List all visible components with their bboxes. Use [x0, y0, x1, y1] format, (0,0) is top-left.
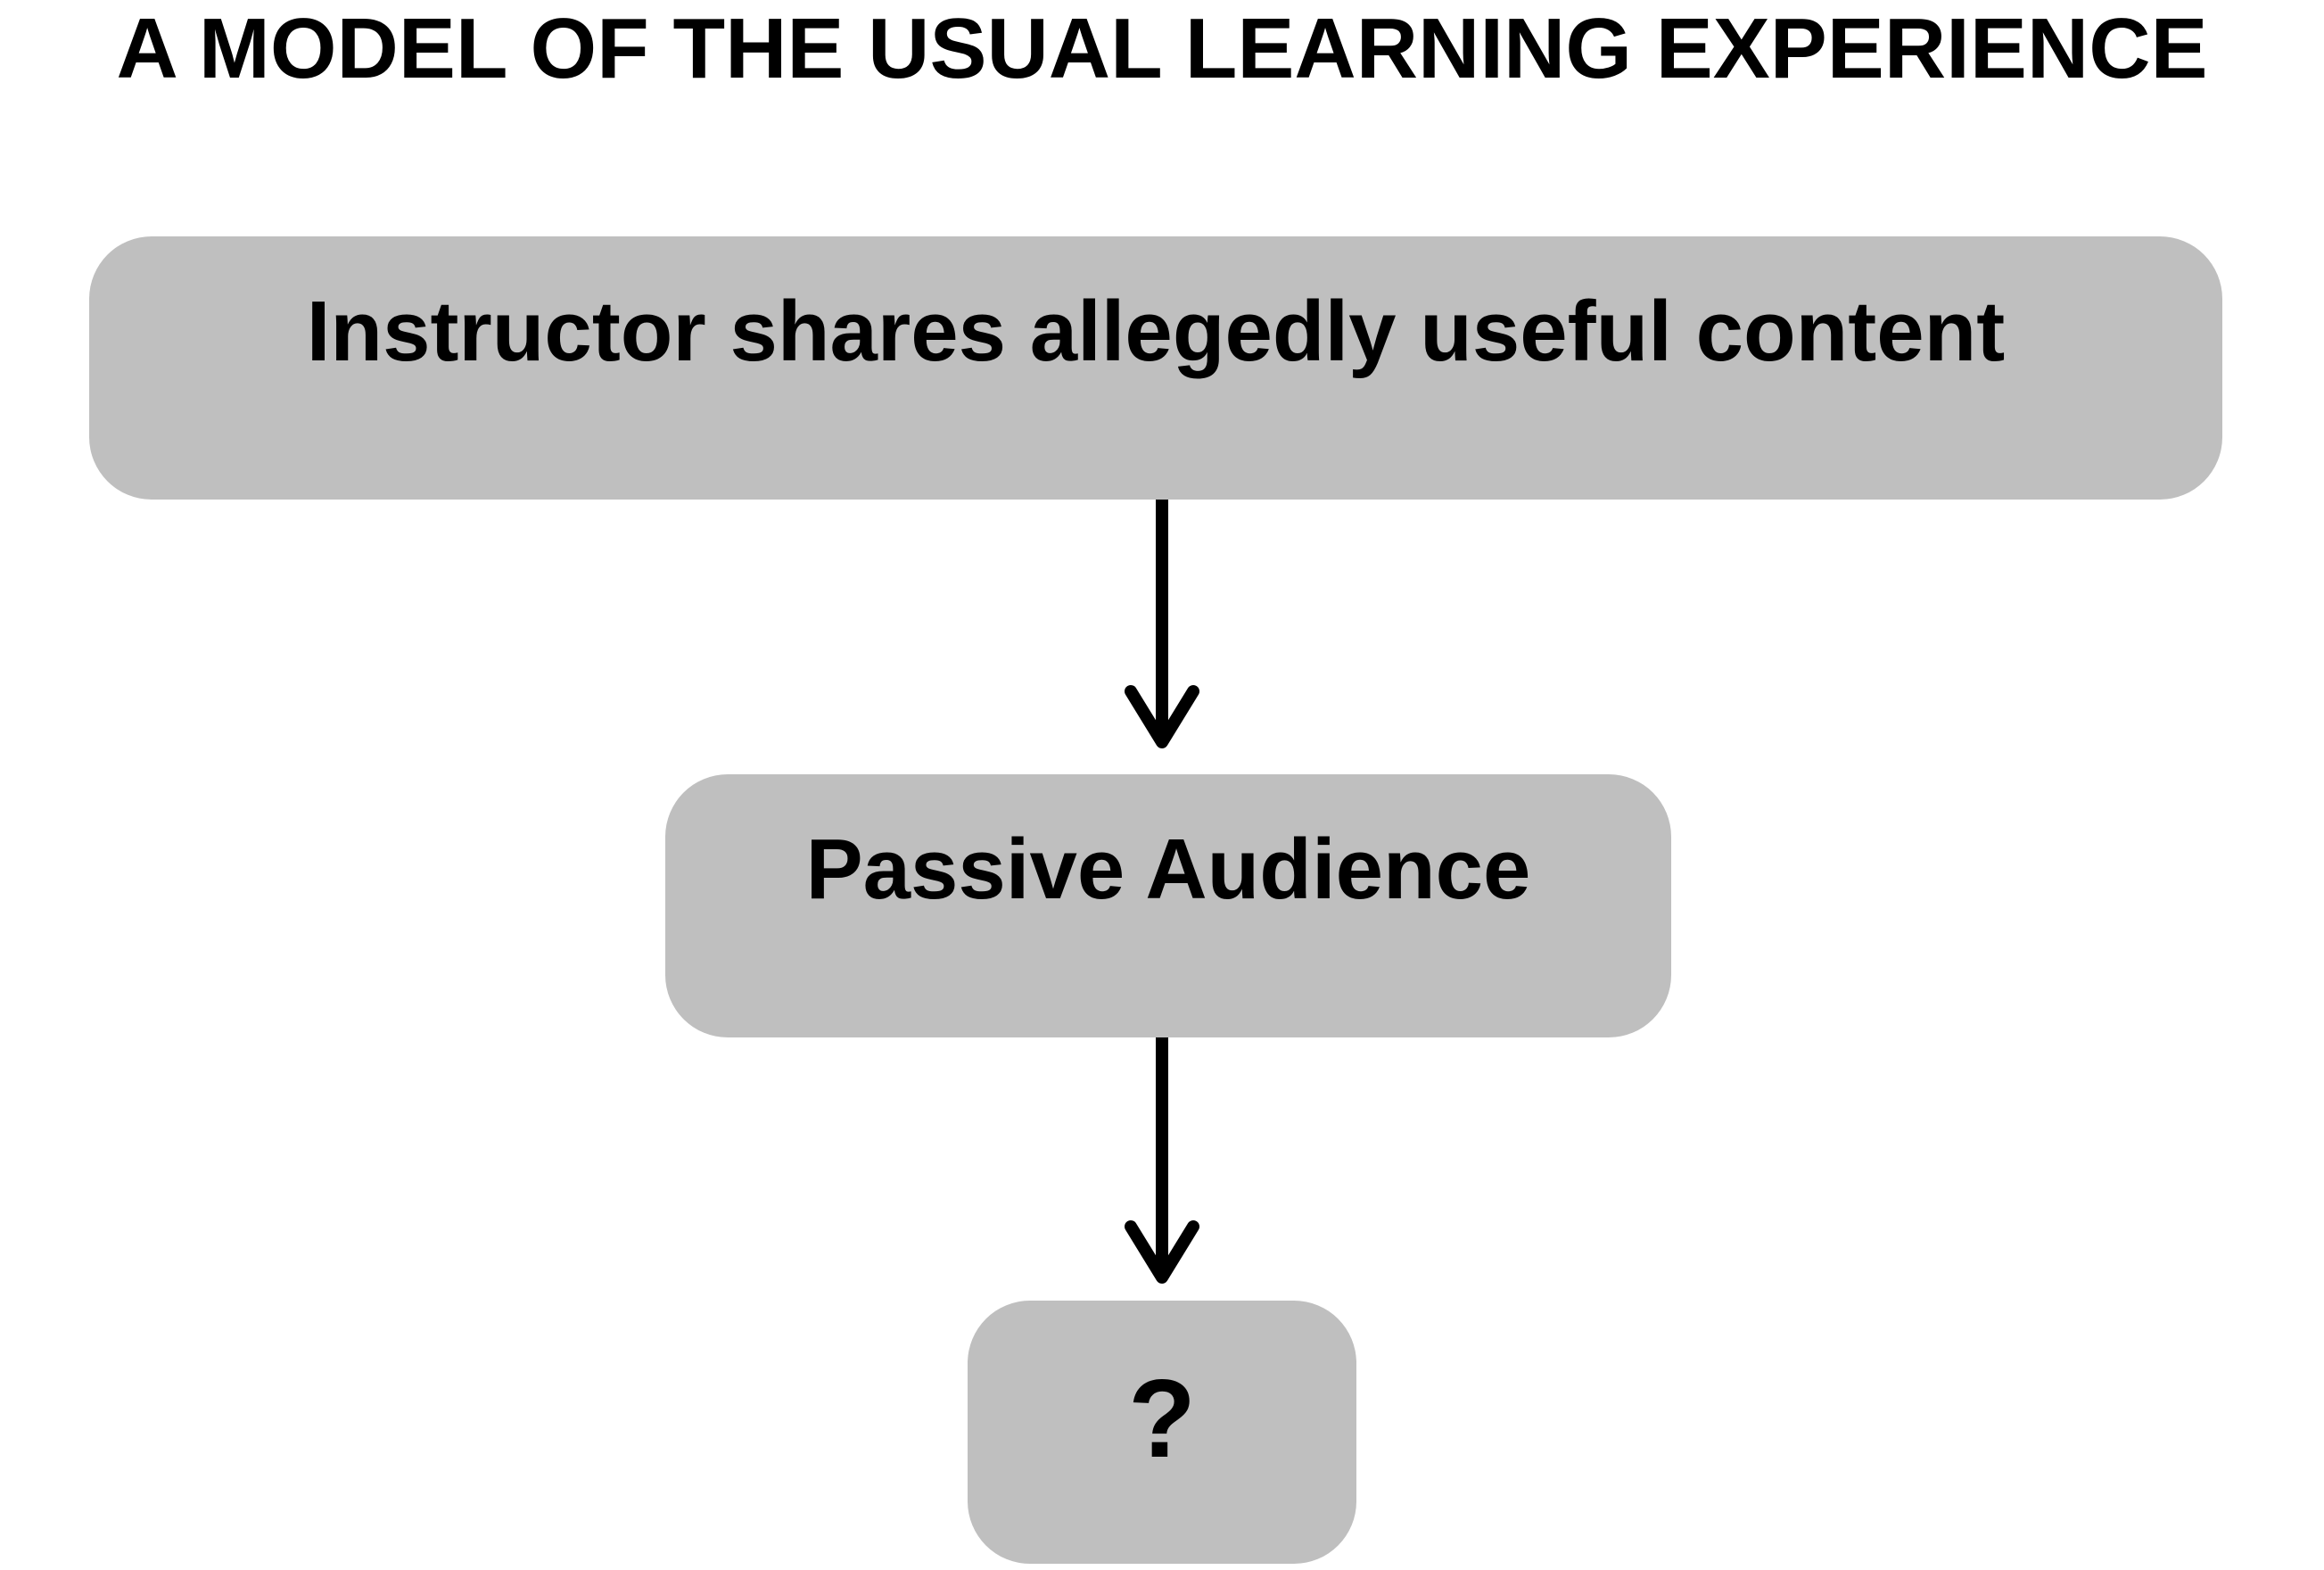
node-passive-audience: Passive Audience — [665, 774, 1671, 1037]
arrow-instructor-to-audience — [1125, 500, 1199, 748]
arrow-audience-to-outcome — [1125, 1037, 1199, 1284]
diagram-title: A MODEL OF THE USUAL LEARNING EXPERIENCE — [116, 1, 2208, 96]
node-label: Passive Audience — [805, 822, 1531, 917]
node-unknown-outcome: ? — [968, 1301, 1356, 1564]
node-instructor-shares-content: Instructor shares allegedly useful conte… — [89, 236, 2222, 500]
node-label: ? — [1128, 1358, 1196, 1481]
node-label: Instructor shares allegedly useful conte… — [306, 284, 2006, 379]
